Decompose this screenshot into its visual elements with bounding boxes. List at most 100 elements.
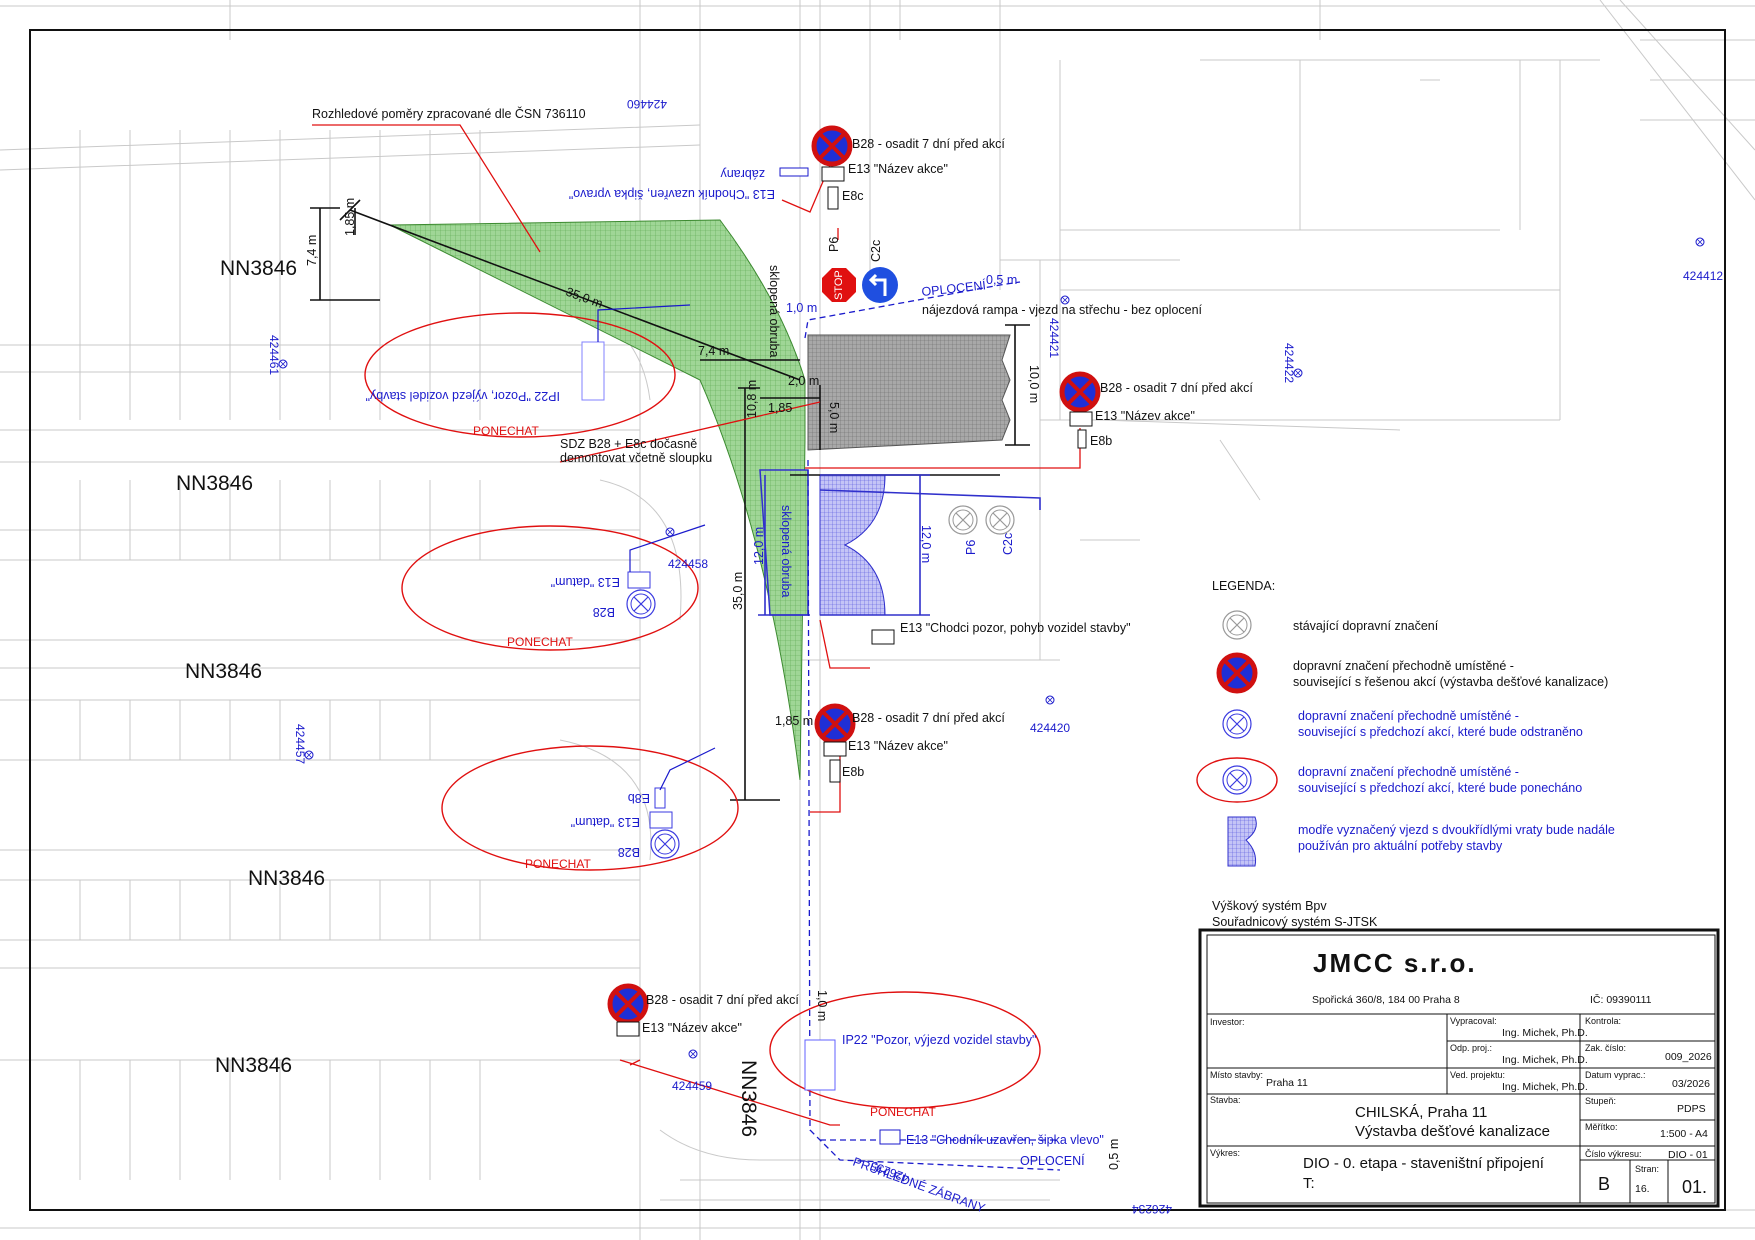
- keep-label-3: PONECHAT: [525, 857, 591, 871]
- drawing-line-2: T:: [1303, 1175, 1315, 1192]
- keep-label-1: PONECHAT: [473, 424, 539, 438]
- scale-value: 1:500 - A4: [1660, 1128, 1708, 1140]
- sign-e8b-left-icon: [654, 787, 666, 809]
- point-424460: 424460: [627, 97, 667, 111]
- company-name: JMCC s.r.o.: [1313, 948, 1477, 978]
- dim-d74b: 7,4 m: [698, 344, 729, 358]
- resp-value: Ing. Michek, Ph.D.: [1502, 1054, 1588, 1066]
- pages-label: Stran:: [1635, 1164, 1659, 1174]
- barriers-top-note: zábrany: [720, 167, 765, 181]
- e13-datum1-label: E13 "datum": [551, 575, 620, 589]
- sign-ip22-bottom-icon: [804, 1039, 836, 1091]
- legend-item-2b: související s řešenou akcí (výstavba deš…: [1293, 675, 1608, 689]
- labels: NN3846 NN3846 NN3846 NN3846 NN3846 NN384…: [176, 97, 1723, 1216]
- resp-label: Odp. proj.:: [1450, 1043, 1492, 1053]
- e13-datum2-label: E13 "datum": [571, 815, 640, 829]
- b28-top-label: B28 - osadit 7 dní před akcí: [852, 137, 1005, 151]
- remove-note-1: SDZ B28 + E8c dočasně: [560, 437, 697, 451]
- point-424412: 424412: [1683, 269, 1723, 283]
- b28-l1-label: B28: [593, 605, 615, 619]
- company-address: Spořická 360/8, 184 00 Praha 8: [1312, 994, 1460, 1006]
- e8b-l-label: E8b: [628, 791, 650, 805]
- parking-label-3: NN3846: [185, 660, 262, 683]
- point-424461: 424461: [267, 335, 281, 375]
- title-block: [1198, 928, 1720, 1208]
- parking-label-6: NN3846: [737, 1060, 760, 1137]
- c2cb-label: C2c: [1001, 533, 1015, 555]
- b28-bottom-label: B28 - osadit 7 dní před akcí: [646, 993, 799, 1007]
- building-label: Stavba:: [1210, 1095, 1241, 1105]
- p6-label: P6: [827, 237, 841, 252]
- dim-d74a: 7,4 m: [305, 235, 319, 266]
- stop-sign-icon: [822, 268, 856, 302]
- building-line-2: Výstavba dešťové kanalizace: [1355, 1123, 1550, 1140]
- dim-d108: 10,8 m: [745, 380, 759, 418]
- legend-item-5a: modře vyznačený vjezd s dvoukřídlými vra…: [1298, 823, 1615, 837]
- keep-ellipses: [364, 312, 1041, 1109]
- sign-ip22-top-icon: [581, 341, 605, 401]
- legend-kept-ellipse: [1196, 757, 1278, 803]
- sight-note: Rozhledové poměry zpracované dle ČSN 736…: [312, 106, 586, 121]
- p6b-label: P6: [964, 540, 978, 555]
- dim-d185a: 1,85 m: [343, 198, 357, 236]
- gate-dimensions: [758, 474, 1041, 616]
- dim-d120b: 12,0 m: [919, 525, 933, 563]
- curb-note-2: sklopená obruba: [779, 505, 793, 597]
- sign-b28-top-icon: [814, 128, 850, 164]
- keep-label-4: PONECHAT: [870, 1105, 936, 1119]
- legend: LEGENDA: stávající dopravní značení dopr…: [1196, 579, 1615, 929]
- curb-note-1: sklopená obruba: [767, 265, 781, 357]
- dim-d05b: 0,5 m: [1107, 1139, 1121, 1170]
- legend-item-4a: dopravní značení přechodně umístěné -: [1298, 765, 1519, 779]
- check-label: Kontrola:: [1585, 1016, 1621, 1026]
- legend-removed-icon: [1222, 709, 1252, 739]
- sign-b28-left1-icon: [626, 589, 656, 619]
- author-label: Vypracoval:: [1450, 1016, 1497, 1026]
- keep-label-2: PONECHAT: [507, 635, 573, 649]
- dim-d20: 2,0 m: [788, 374, 819, 388]
- drawing-label: Výkres:: [1210, 1148, 1240, 1158]
- ramp-note: nájezdová rampa - vjezd na střechu - bez…: [922, 303, 1203, 317]
- revision: B: [1598, 1174, 1610, 1194]
- sign-e13-walk-left-icon: [879, 1129, 901, 1145]
- point-424458: 424458: [668, 557, 708, 571]
- e13-bottom-label: E13 "Název akce": [642, 1021, 742, 1035]
- ip22-leader: [597, 304, 691, 342]
- parking-label-5: NN3846: [215, 1054, 292, 1077]
- point-426234: 426234: [1132, 1202, 1172, 1216]
- title-block-text: JMCC s.r.o. Spořická 360/8, 184 00 Praha…: [1210, 948, 1712, 1197]
- lead-value: Ing. Michek, Ph.D.: [1502, 1081, 1588, 1093]
- point-424420: 424420: [1030, 721, 1070, 735]
- sign-e13-datum2-icon: [649, 811, 673, 829]
- datum1-leader: [629, 524, 706, 572]
- e8c-label: E8c: [842, 189, 864, 203]
- drawing-num-value: DIO - 01: [1668, 1149, 1708, 1161]
- stage-value: PDPS: [1677, 1103, 1706, 1115]
- dim-d100: 10,0 m: [1027, 365, 1041, 403]
- barrier-top-icon: [779, 167, 809, 177]
- date-label: Datum vyprac.:: [1585, 1070, 1646, 1080]
- b28-l2-label: B28: [618, 845, 640, 859]
- legend-title: LEGENDA:: [1212, 579, 1275, 593]
- coord-system: Souřadnicový systém S-JTSK: [1212, 915, 1378, 929]
- fence-lines: [804, 281, 1061, 1171]
- c2c-sign-icon: [862, 267, 898, 303]
- sign-e13-mid-icon: [823, 741, 847, 757]
- e13-right-label: E13 "Název akce": [1095, 409, 1195, 423]
- sign-b28-mid-icon: [817, 706, 853, 742]
- e13-walk-right-label: E13 "Chodník uzavřen, šipka vpravo": [569, 187, 775, 201]
- sign-e13-bottom-icon: [616, 1021, 640, 1037]
- company-ico: IČ: 09390111: [1590, 993, 1652, 1006]
- fence-note-bottom: OPLOCENÍ: [1020, 1153, 1085, 1168]
- dim-d185c: 1,85 m: [775, 714, 813, 728]
- legend-new-icon: [1219, 655, 1255, 691]
- dim-d50: 5,0 m: [827, 402, 841, 433]
- legend-existing-icon: [1222, 610, 1252, 640]
- ip22-top-label: IP22 "Pozor, výjezd vozidel stavby": [366, 389, 560, 403]
- point-424457: 424457: [293, 724, 307, 764]
- pages-value: 16.: [1635, 1183, 1650, 1195]
- legend-item-5b: používán pro aktuální potřeby stavby: [1298, 839, 1503, 853]
- point-424421: 424421: [1047, 318, 1061, 358]
- b28-right-label: B28 - osadit 7 dní před akcí: [1100, 381, 1253, 395]
